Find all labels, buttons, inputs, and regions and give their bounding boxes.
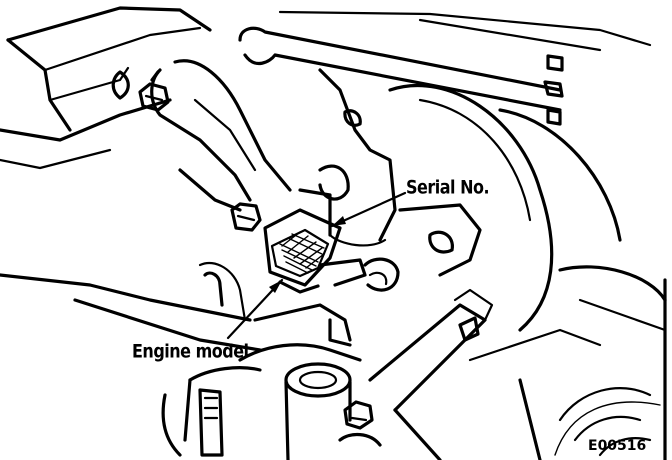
nameplate-hatching <box>279 231 325 274</box>
upper-left-housing <box>0 6 212 170</box>
engine-model-label: Engine model <box>132 340 249 362</box>
flywheel-rings <box>554 387 661 457</box>
dipstick-tube <box>368 288 602 460</box>
lower-housing <box>161 303 362 457</box>
serial-leader-arrow <box>332 216 346 226</box>
central-casting <box>298 68 482 292</box>
engine-model-leader-arrow <box>269 280 282 293</box>
nameplate <box>263 208 367 294</box>
figure-code-label: E00516 <box>588 438 647 454</box>
top-pipe <box>238 10 652 126</box>
left-block <box>0 168 262 352</box>
mount-bracket <box>138 59 292 202</box>
flywheel-housing <box>388 84 667 460</box>
leader-lines <box>226 191 407 340</box>
filler-neck <box>284 362 382 460</box>
serial-no-label: Serial No. <box>406 176 490 198</box>
